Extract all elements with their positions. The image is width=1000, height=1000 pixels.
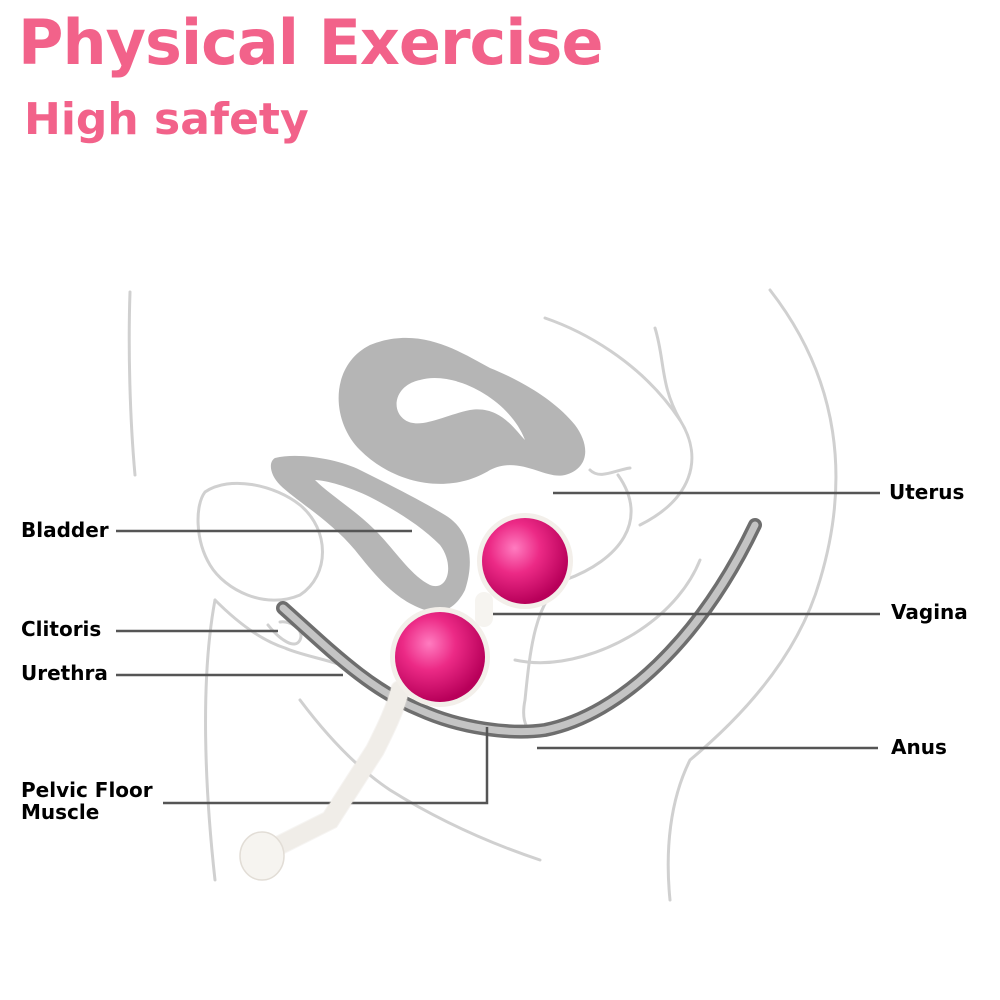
perineum-contour (513, 558, 702, 665)
buttock-contour (666, 288, 838, 902)
page-subtitle: High safety (24, 94, 309, 145)
upper-ball (482, 518, 568, 604)
bladder-outline (196, 481, 324, 602)
pelvic-floor-band-inner (279, 521, 759, 736)
kegel-balls (239, 513, 573, 881)
leader-lines (116, 491, 880, 805)
back-contour (127, 290, 137, 477)
retrieval-stick (271, 681, 409, 854)
lower-ball (395, 612, 485, 702)
vaginal-canal-shape (270, 455, 470, 612)
ball-connector (475, 592, 493, 627)
label-vagina: Vagina (891, 600, 968, 624)
stick-tip (239, 831, 285, 881)
label-urethra: Urethra (21, 661, 108, 685)
thigh-contour (204, 598, 217, 882)
page-title: Physical Exercise (18, 6, 604, 79)
organs (270, 337, 586, 612)
label-pelvic-floor-muscle: Pelvic Floor Muscle (21, 778, 153, 824)
label-anus: Anus (891, 735, 947, 759)
retrieval-stick-edge (270, 680, 410, 855)
label-uterus: Uterus (889, 480, 965, 504)
label-clitoris: Clitoris (21, 617, 102, 641)
leg-inner-contour (298, 698, 542, 862)
pelvis-contour (588, 466, 632, 476)
pubic-outline (213, 598, 352, 670)
label-bladder: Bladder (21, 518, 109, 542)
sacrum-contour (653, 326, 682, 422)
pelvic-floor-leader (163, 727, 489, 805)
uterus-shape (338, 337, 586, 484)
